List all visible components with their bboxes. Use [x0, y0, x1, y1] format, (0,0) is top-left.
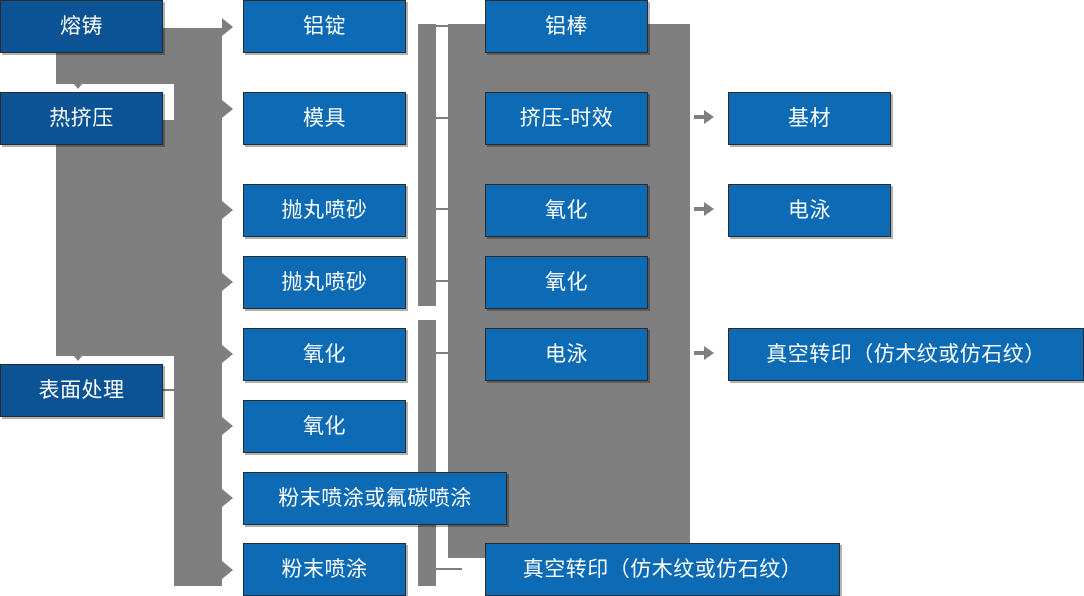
node-mold-label: 模具 — [303, 106, 346, 130]
node-electrophoresis-col3[interactable]: 电泳 — [485, 328, 648, 381]
arrow-to-col2-2 — [222, 100, 233, 118]
node-oxidation-col3-2-label: 氧化 — [545, 270, 588, 294]
node-base-material-label: 基材 — [788, 106, 831, 130]
node-aluminum-bar[interactable]: 铝棒 — [485, 0, 648, 53]
arrow-stem-col4-3 — [694, 351, 706, 355]
node-surface-treatment[interactable]: 表面处理 — [0, 364, 163, 417]
node-oxidation-col2-1[interactable]: 氧化 — [243, 328, 406, 381]
connector-trunk-left-lower — [56, 120, 174, 356]
node-oxidation-col2-2-label: 氧化 — [303, 414, 346, 438]
arrow-down-extrusion-to-surface — [69, 350, 87, 361]
node-vacuum-transfer-col3[interactable]: 真空转印（仿木纹或仿石纹） — [485, 543, 840, 596]
node-powder-or-fluorocarbon-spray-label: 粉末喷涂或氟碳喷涂 — [278, 486, 472, 510]
node-surface-treatment-label: 表面处理 — [38, 378, 125, 402]
arrow-to-col2-4 — [222, 273, 233, 291]
node-vacuum-transfer-col4[interactable]: 真空转印（仿木纹或仿石纹） — [728, 328, 1084, 381]
node-vacuum-transfer-col3-label: 真空转印（仿木纹或仿石纹） — [522, 557, 803, 581]
node-hot-extrusion[interactable]: 热挤压 — [0, 92, 163, 145]
arrow-to-col2-5 — [222, 345, 233, 363]
node-powder-or-fluorocarbon-spray[interactable]: 粉末喷涂或氟碳喷涂 — [243, 472, 507, 525]
arrow-stem-col4-1 — [694, 115, 706, 119]
arrow-to-col2-3 — [222, 201, 233, 219]
arrow-down-melting-to-extrusion — [69, 78, 87, 89]
node-electrophoresis-col4[interactable]: 电泳 — [728, 184, 891, 237]
connector-mid-bar-upper — [418, 24, 436, 306]
node-electrophoresis-col3-label: 电泳 — [545, 342, 588, 366]
node-vacuum-transfer-col4-label: 真空转印（仿木纹或仿石纹） — [766, 342, 1046, 366]
arrow-to-col2-7 — [222, 489, 233, 507]
node-shot-blasting-1[interactable]: 抛丸喷砂 — [243, 184, 406, 237]
connector-surface-to-spine — [163, 389, 185, 391]
arrow-to-col2-8 — [222, 561, 233, 579]
connector-spine-vertical — [174, 28, 222, 586]
node-extrusion-aging[interactable]: 挤压-时效 — [485, 92, 648, 145]
node-aluminum-ingot-label: 铝锭 — [303, 14, 346, 38]
node-shot-blasting-1-label: 抛丸喷砂 — [281, 198, 368, 222]
arrow-stem-col4-2 — [694, 207, 706, 211]
node-mold[interactable]: 模具 — [243, 92, 406, 145]
tie-mid-6 — [436, 568, 462, 570]
node-oxidation-col2-2[interactable]: 氧化 — [243, 400, 406, 453]
arrow-to-col4-vacuum — [704, 346, 714, 360]
arrow-to-col4-basecloth — [704, 110, 714, 124]
connector-mid-bar-lower — [418, 320, 436, 586]
node-powder-spray-label: 粉末喷涂 — [281, 557, 368, 581]
arrow-to-col4-electrophoresis — [704, 202, 714, 216]
node-melting[interactable]: 熔铸 — [0, 0, 163, 53]
node-electrophoresis-col4-label: 电泳 — [788, 198, 831, 222]
node-oxidation-col3-2[interactable]: 氧化 — [485, 256, 648, 309]
arrow-to-col2-6 — [222, 417, 233, 435]
node-oxidation-col3-1[interactable]: 氧化 — [485, 184, 648, 237]
node-aluminum-ingot[interactable]: 铝锭 — [243, 0, 406, 53]
node-shot-blasting-2-label: 抛丸喷砂 — [281, 270, 368, 294]
arrow-to-col2-1 — [222, 18, 233, 36]
node-hot-extrusion-label: 热挤压 — [49, 106, 114, 130]
node-melting-label: 熔铸 — [60, 14, 103, 38]
node-powder-spray[interactable]: 粉末喷涂 — [243, 543, 406, 596]
node-shot-blasting-2[interactable]: 抛丸喷砂 — [243, 256, 406, 309]
node-base-material[interactable]: 基材 — [728, 92, 891, 145]
node-aluminum-bar-label: 铝棒 — [545, 14, 588, 38]
node-oxidation-col2-1-label: 氧化 — [303, 342, 346, 366]
node-extrusion-aging-label: 挤压-时效 — [519, 106, 614, 130]
node-oxidation-col3-1-label: 氧化 — [545, 198, 588, 222]
